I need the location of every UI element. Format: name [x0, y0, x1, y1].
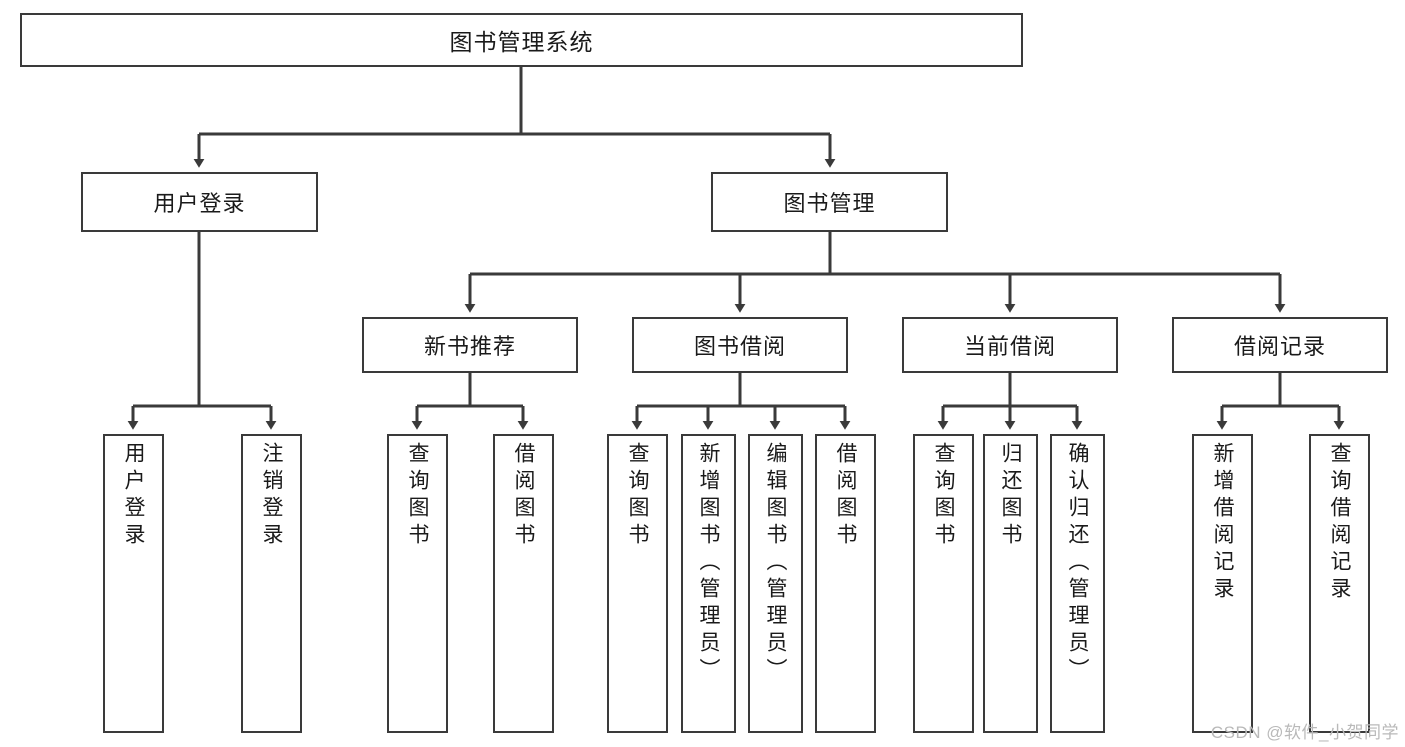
node-label: 用户登录	[153, 191, 246, 216]
node-label: 用户登录	[122, 442, 145, 550]
node-user-login[interactable]: 用户登录	[81, 172, 318, 232]
node-label: 新书推荐	[423, 334, 516, 359]
node-label: 新增借阅记录	[1211, 442, 1234, 604]
node-leaf-user-login[interactable]: 用户登录	[103, 434, 164, 733]
node-leaf-add-record[interactable]: 新增借阅记录	[1192, 434, 1253, 733]
node-label: 图书管理系统	[449, 29, 594, 55]
node-borrow-record[interactable]: 借阅记录	[1172, 317, 1388, 373]
node-label: 查询图书	[626, 442, 649, 550]
watermark-text: CSDN @软件_小贺同学	[1210, 723, 1399, 742]
node-label: 查询借阅记录	[1328, 442, 1351, 604]
node-leaf-add-book[interactable]: 新增图书（管理员）	[681, 434, 736, 733]
node-new-book-rec[interactable]: 新书推荐	[362, 317, 578, 373]
node-leaf-rec-borrow-book[interactable]: 借阅图书	[493, 434, 554, 733]
node-book-manage[interactable]: 图书管理	[711, 172, 948, 232]
node-label: 查询图书	[932, 442, 955, 550]
node-label: 注销登录	[260, 442, 283, 550]
node-label: 借阅记录	[1233, 334, 1326, 359]
node-leaf-return-book[interactable]: 归还图书	[983, 434, 1038, 733]
node-label: 当前借阅	[963, 334, 1056, 359]
node-label: 借阅图书	[512, 442, 535, 550]
node-leaf-query-record[interactable]: 查询借阅记录	[1309, 434, 1370, 733]
node-leaf-confirm-return[interactable]: 确认归还（管理员）	[1050, 434, 1105, 733]
node-leaf-cur-query-book[interactable]: 查询图书	[913, 434, 974, 733]
node-book-borrow[interactable]: 图书借阅	[632, 317, 848, 373]
node-leaf-rec-query-book[interactable]: 查询图书	[387, 434, 448, 733]
node-leaf-borrow-query-book[interactable]: 查询图书	[607, 434, 668, 733]
node-leaf-logout[interactable]: 注销登录	[241, 434, 302, 733]
node-label: 归还图书	[999, 442, 1022, 550]
node-leaf-borrow-book[interactable]: 借阅图书	[815, 434, 876, 733]
node-label: 确认归还（管理员）	[1066, 442, 1089, 685]
node-label: 借阅图书	[834, 442, 857, 550]
node-label: 图书借阅	[693, 334, 786, 359]
node-label: 查询图书	[406, 442, 429, 550]
node-label: 新增图书（管理员）	[697, 442, 720, 685]
node-label: 图书管理	[783, 191, 876, 216]
node-leaf-edit-book[interactable]: 编辑图书（管理员）	[748, 434, 803, 733]
node-root[interactable]: 图书管理系统	[20, 13, 1023, 67]
node-current-borrow[interactable]: 当前借阅	[902, 317, 1118, 373]
node-label: 编辑图书（管理员）	[764, 442, 787, 685]
